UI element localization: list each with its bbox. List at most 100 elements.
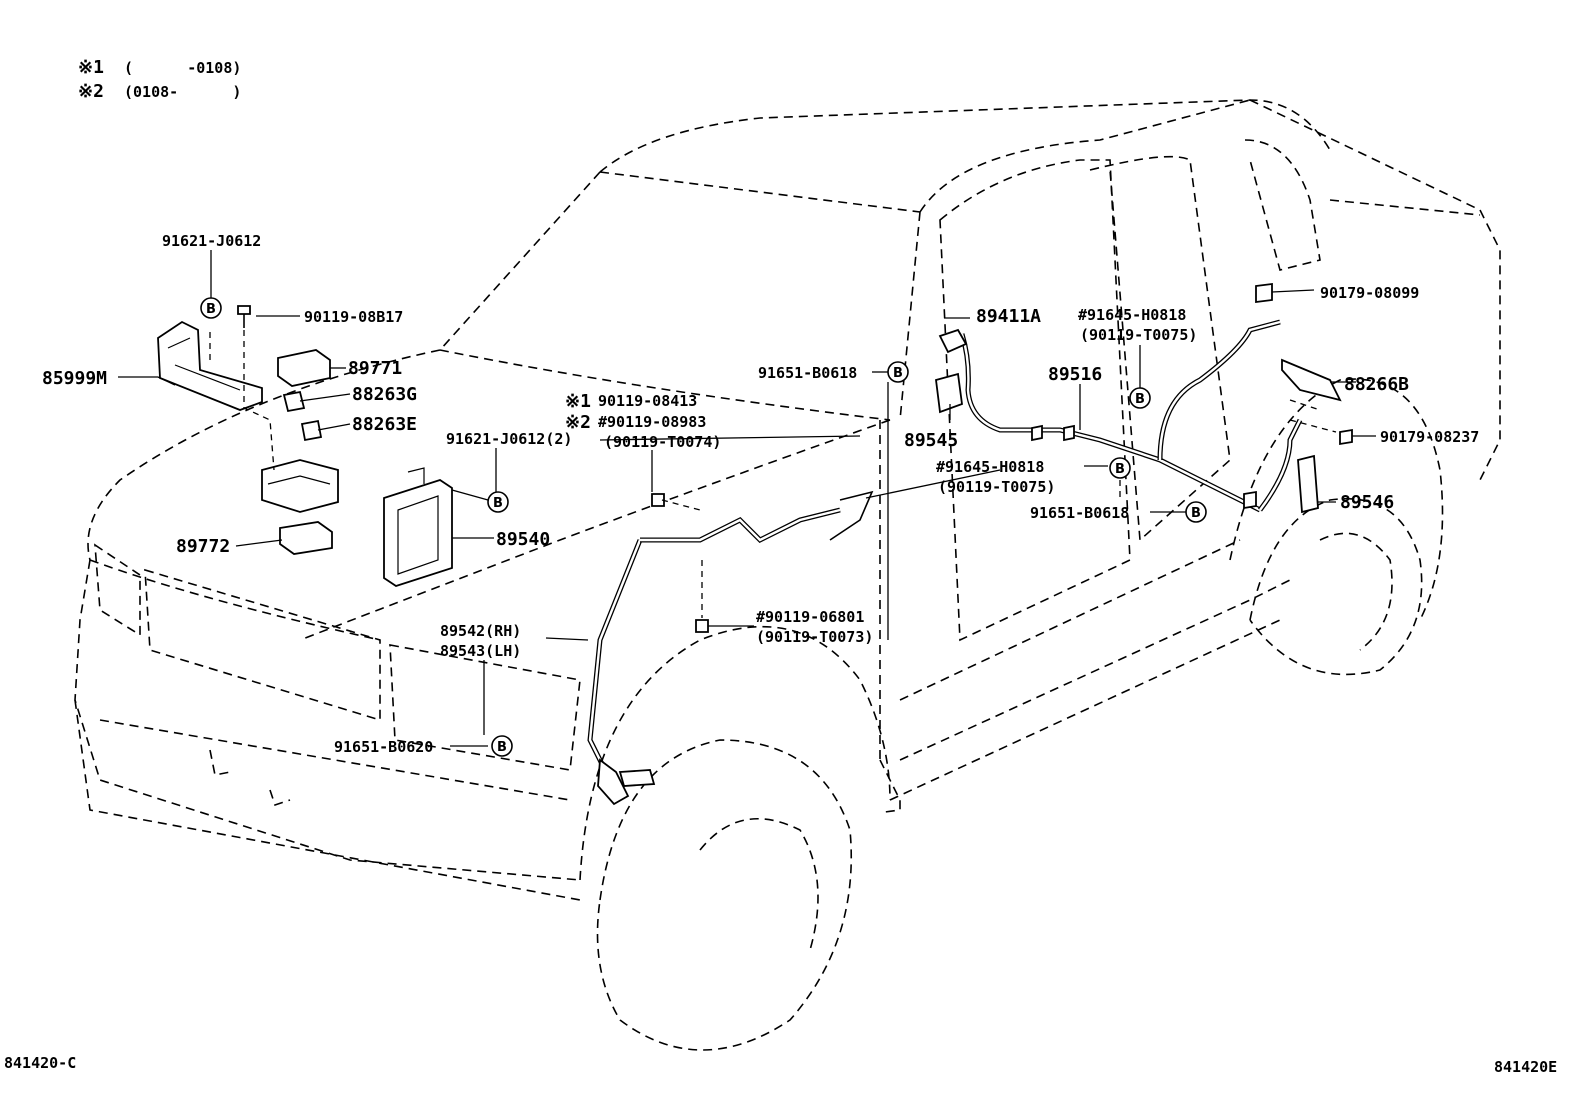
guide-dash-5 (1289, 419, 1337, 433)
relay-89771 (277, 349, 331, 387)
running-board (889, 619, 1281, 801)
bolt-90119-06801 (695, 619, 709, 633)
left-part-cluster (157, 305, 453, 587)
label-91645-h0818-a: #91645-H0818 (1078, 306, 1186, 324)
note-mark-1: ※1 (565, 391, 591, 412)
front-wheel-arch (579, 625, 891, 881)
legend-mark-1: ※1 (78, 57, 104, 78)
bracket-88266b (1281, 358, 1342, 402)
b-circle-3 (491, 735, 513, 757)
label-91651-b0620: 91651-B0620 (334, 738, 433, 756)
headlight-left (94, 543, 141, 637)
relay-block-detail (267, 475, 331, 485)
label-89772: 89772 (176, 536, 230, 557)
label-91651-b0618-a: 91651-B0618 (758, 364, 857, 382)
legend-mark-2: ※2 (78, 81, 104, 102)
b-circle-4 (887, 361, 909, 383)
a-pillar-right (899, 211, 921, 421)
bed-rail (1329, 199, 1481, 216)
label-89545: 89545 (904, 430, 958, 451)
label-90179-08099: 90179-08099 (1320, 284, 1419, 302)
sensor-89546 (1297, 454, 1319, 514)
label-88266b: 88266B (1344, 374, 1409, 395)
b-letter-2: B (493, 496, 503, 511)
legend: ※1 ( -0108) ※2 (0108- ) (78, 57, 241, 102)
legend-text-2: (0108- ) (124, 83, 241, 101)
ecu-inner-panel (397, 495, 439, 575)
b-circle-6 (1109, 457, 1131, 479)
rear-tire-inner (1319, 532, 1393, 651)
guide-dash-4 (661, 499, 701, 511)
clip-90179-08099 (1255, 282, 1273, 304)
part-labels: 91621-J0612 90119-08B17 85999M 89771 882… (42, 232, 1479, 756)
sensor-89545 (935, 372, 963, 414)
bolt-90119-08b17 (237, 305, 251, 315)
relay-88263g (282, 390, 306, 413)
label-90119-06801: #90119-06801 (756, 608, 864, 626)
rear-quarter-window (1244, 139, 1321, 271)
a-pillar-left (439, 171, 601, 351)
cover-89772 (279, 521, 333, 555)
b-circle-2 (487, 491, 509, 513)
b-callouts: B B B B B B B (200, 297, 1207, 757)
label-91645-h0818-b: #91645-H0818 (936, 458, 1044, 476)
roof-line (599, 99, 1331, 173)
label-90119-08413: 90119-08413 (598, 392, 697, 410)
connector-89411a (938, 328, 968, 354)
b-letter-1: B (206, 302, 216, 317)
b-letter-5: B (1135, 392, 1145, 407)
label-90119-t0074: (90119-T0074) (604, 433, 721, 451)
rear-wheel-arch (1229, 378, 1444, 621)
grille (144, 568, 381, 722)
nut-90179-08237 (1339, 428, 1353, 446)
bracket-detail (167, 337, 241, 391)
label-89411a: 89411A (976, 306, 1041, 327)
clip-harness-b (1063, 424, 1075, 442)
footer-code-left: 841420-C (4, 1054, 76, 1072)
guide-dash-6 (1289, 399, 1321, 411)
front-tire (596, 739, 853, 1051)
harness-bracket-front (829, 490, 874, 541)
note-mark-2: ※2 (565, 412, 591, 433)
label-85999m: 85999M (42, 368, 107, 389)
footer-code-right: 841420E (1494, 1058, 1557, 1076)
label-89546: 89546 (1340, 492, 1394, 513)
label-90179-08237: 90179-08237 (1380, 428, 1479, 446)
rear-door-window (1089, 155, 1231, 542)
rear-tire (1249, 498, 1423, 676)
b-circle-5 (1129, 387, 1151, 409)
clip-harness-c (1243, 490, 1257, 510)
b-letter-6: B (1115, 462, 1125, 477)
label-88263e: 88263E (352, 414, 417, 435)
label-88263g: 88263G (352, 384, 417, 405)
bed-top-edge (1249, 99, 1501, 481)
relay-88263e (300, 419, 323, 442)
b-circle-1 (200, 297, 222, 319)
clip-harness-a (1031, 424, 1043, 442)
hood-left-edge (87, 349, 441, 561)
guide-dash-2 (243, 330, 275, 471)
ecu-bracket (407, 467, 425, 484)
front-harness-upper (640, 507, 841, 544)
label-91621-j0612-2: 91621-J0612(2) (446, 430, 572, 448)
front-bumper-top (74, 559, 581, 881)
label-90119-t0075-b: (90119-T0075) (938, 478, 1055, 496)
label-89771: 89771 (348, 358, 402, 379)
rear-harness (935, 282, 1353, 514)
label-89542-rh: 89542(RH) (440, 622, 521, 640)
headlight-right (389, 644, 581, 771)
b-letter-3: B (497, 740, 507, 755)
relay-block (261, 459, 339, 513)
front-sensor-89542 (597, 758, 630, 806)
front-tire-inner (699, 818, 819, 951)
clip-90119-08983 (651, 493, 665, 507)
label-90119-t0073: (90119-T0073) (756, 628, 873, 646)
b-letter-7: B (1191, 506, 1201, 521)
label-91651-b0618-b: 91651-B0618 (1030, 504, 1129, 522)
bumper-crease (99, 719, 571, 801)
b-letter-4: B (893, 366, 903, 381)
label-89540: 89540 (496, 529, 550, 550)
label-91621-j0612: 91621-J0612 (162, 232, 261, 250)
legend-text-1: ( -0108) (124, 59, 241, 77)
